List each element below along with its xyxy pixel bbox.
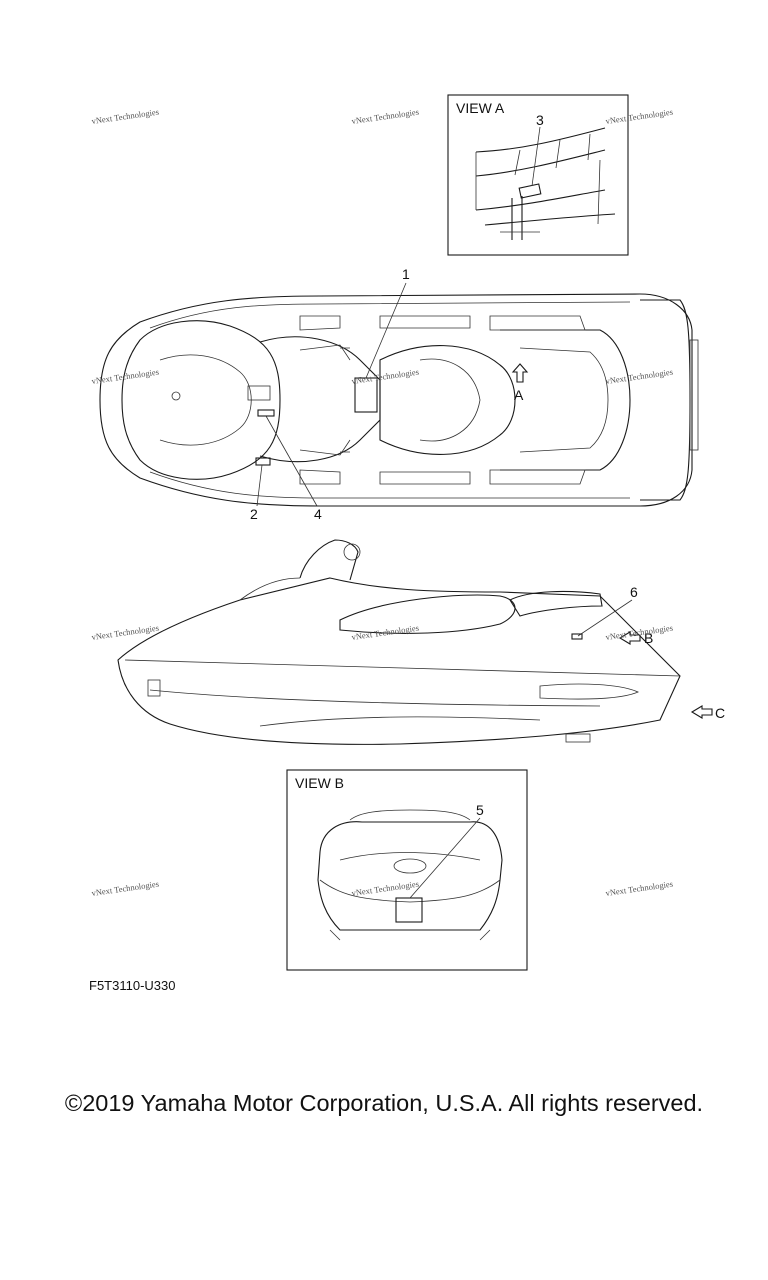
watermark-text: vNext Technologies <box>605 107 674 126</box>
view-b-arrow-label: B <box>644 630 653 646</box>
view-a-frame <box>447 94 629 256</box>
label-5-decal <box>395 897 423 923</box>
view-a-inset: VIEW A 3 <box>447 94 629 256</box>
watermark-text: vNext Technologies <box>91 107 160 126</box>
watermark-text: vNext Technologies <box>91 623 160 642</box>
watermark-text: vNext Technologies <box>605 367 674 386</box>
callout-2: 2 <box>250 506 258 522</box>
callout-4: 4 <box>314 506 322 522</box>
label-6-decal <box>571 633 583 640</box>
view-a-arrow-icon <box>511 363 529 383</box>
view-c-arrow-label: C <box>715 705 725 721</box>
view-a-arrow-label: A <box>514 387 524 403</box>
label-2-decal <box>255 457 271 466</box>
watermark-text: vNext Technologies <box>351 623 420 642</box>
watermarks: vNext Technologies vNext Technologies vN… <box>91 107 674 898</box>
watermark-text: vNext Technologies <box>351 107 420 126</box>
watermark-text: vNext Technologies <box>351 367 420 386</box>
label-3-decal <box>518 183 542 199</box>
view-b-arrow-icon <box>618 631 641 645</box>
watermark-text: vNext Technologies <box>91 879 160 898</box>
callout-3: 3 <box>536 112 544 128</box>
view-c-arrow-icon <box>690 705 713 719</box>
callout-5: 5 <box>476 802 484 818</box>
view-b-inset: VIEW B 5 <box>286 769 528 971</box>
callout-6: 6 <box>630 584 638 600</box>
view-b-title: VIEW B <box>295 775 344 791</box>
callout-1: 1 <box>402 266 410 282</box>
side-view-watercraft: 6 B C <box>117 539 725 745</box>
view-a-title: VIEW A <box>456 100 505 116</box>
watermark-text: vNext Technologies <box>605 879 674 898</box>
label-4-decal <box>257 409 275 417</box>
view-b-frame <box>286 769 528 971</box>
watermark-text: vNext Technologies <box>351 879 420 898</box>
part-code: F5T3110-U330 <box>89 978 176 993</box>
watermark-text: vNext Technologies <box>605 623 674 642</box>
copyright-notice: ©2019 Yamaha Motor Corporation, U.S.A. A… <box>64 1090 704 1116</box>
top-view-watercraft: 1 2 4 A <box>99 266 699 522</box>
